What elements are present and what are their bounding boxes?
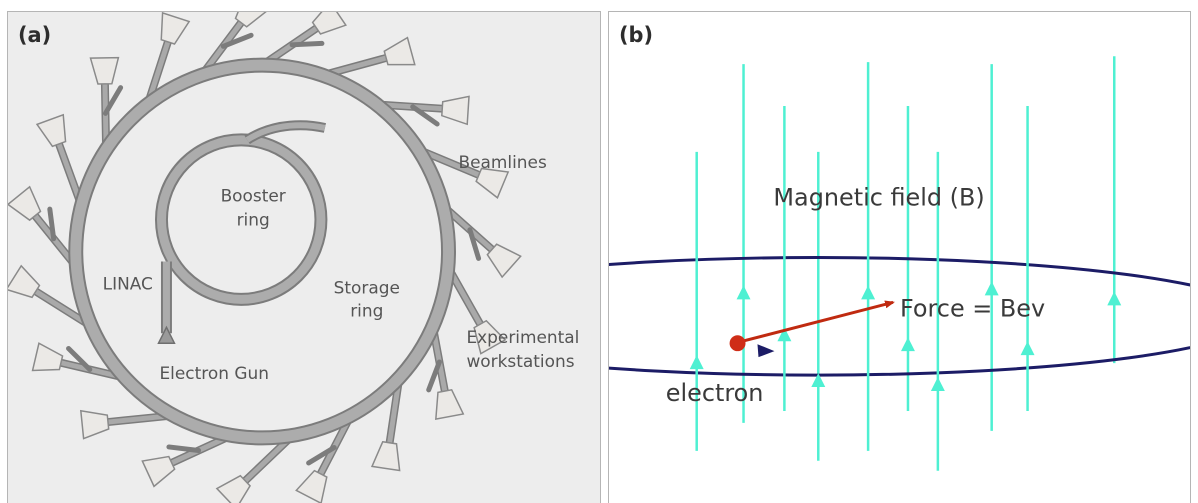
panel-a-label: (a) [18,23,51,47]
field-arrow-icon [811,373,826,388]
beamline-branch [220,32,254,49]
workstation [215,474,251,503]
panel-b-magnetic-field: (b) Magnetic field (B) Force = Bev elect… [608,11,1191,503]
workstation [234,12,267,28]
workstation [8,264,41,299]
panel-a-synchrotron: (a) Booster ring Storage ring LINAC Elec… [7,11,601,503]
transfer-line [245,122,326,143]
field-arrow-icon [930,377,945,392]
beamline-branch [410,104,440,127]
workstation [475,167,510,199]
beamline-branch [102,85,124,116]
panel-b-label: (b) [619,23,653,47]
field-arrow-icon [861,285,876,300]
field-arrow-icon [1020,341,1035,356]
workstation [79,409,110,440]
workstation [486,243,522,279]
field-arrow-icon [984,281,999,296]
beamline-branch [467,227,482,261]
electron-gun-shape [157,325,176,344]
field-lines-front [689,62,1122,471]
synchrotron-diagram: (a) Booster ring Storage ring LINAC Elec… [8,12,579,503]
beamline-branch [426,359,442,393]
workstation [383,36,416,66]
workstation [160,12,191,45]
beamlines-label: Beamlines [458,152,546,172]
beamline-branch [166,444,202,453]
storage-ring [70,59,454,444]
workstations-label-line1: Experimental [466,327,579,347]
workstation [141,455,176,488]
workstation [370,440,401,472]
workstation [89,56,120,85]
force-arrow [738,300,895,344]
workstations-label-line2: workstations [466,351,574,371]
workstation [311,12,347,35]
storage-label-line2: ring [350,300,383,320]
field-arrow-icon [689,355,704,370]
beamline-branch [306,445,337,466]
booster-ring [156,135,326,304]
workstation [441,95,470,126]
workstation [31,342,64,372]
field-arrow-icon [1107,291,1122,306]
beamline-branch [66,345,93,372]
electron-dot [729,335,746,352]
storage-label-line1: Storage [334,277,400,297]
field-arrow-icon [736,285,751,300]
booster-label-line1: Booster [221,186,286,206]
magnetic-field-diagram: (b) Magnetic field (B) Force = Bev elect… [609,23,1190,471]
velocity-arrow-icon [757,344,775,358]
booster-label-line2: ring [237,210,270,230]
linac-label: LINAC [103,273,153,293]
magnetic-field-label: Magnetic field (B) [773,184,984,212]
workstation [8,185,42,222]
workstation [35,113,67,148]
beamline-branch [289,40,325,48]
beamline-branch [47,206,57,242]
workstation [295,469,328,503]
field-arrow-icon [900,337,915,352]
field-arrow-icon [777,327,792,342]
workstation [435,388,465,420]
electron-gun-label: Electron Gun [159,363,268,383]
force-label: Force = Bev [900,294,1045,322]
electron-label: electron [666,379,764,407]
workstation [473,319,507,355]
